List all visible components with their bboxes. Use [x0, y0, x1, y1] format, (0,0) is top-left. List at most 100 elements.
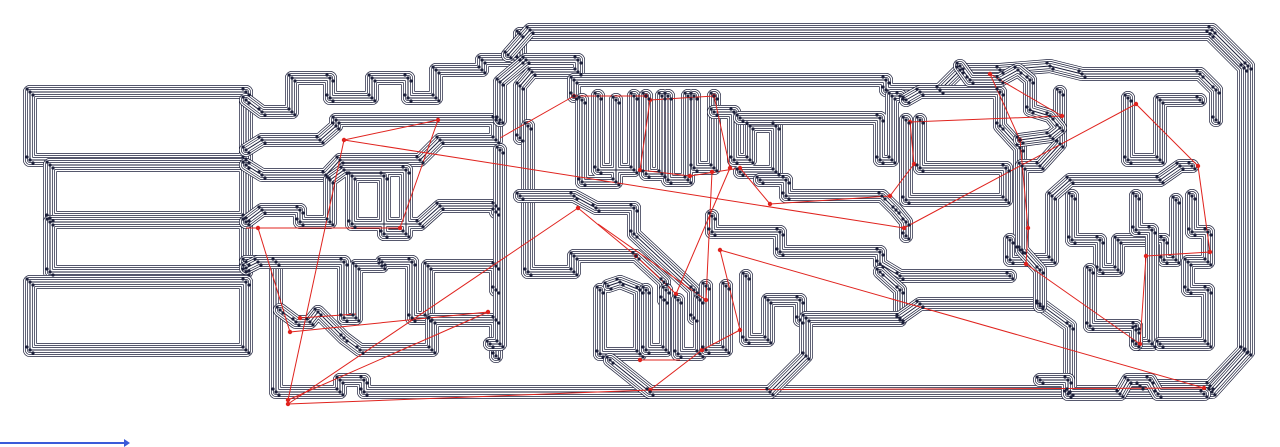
- toolpath-vertex: [901, 195, 905, 199]
- toolpath-vertex: [271, 257, 275, 261]
- toolpath-vertex: [1045, 131, 1049, 135]
- rapid-move-6: [257, 227, 291, 333]
- toolpath-vertex: [741, 173, 745, 177]
- rapid-move-25: [639, 99, 651, 171]
- toolpath-vertex: [1211, 85, 1215, 89]
- toolpath-vertex: [271, 387, 275, 391]
- toolpath-vertex: [1025, 75, 1029, 79]
- toolpath-vertex: [247, 263, 251, 267]
- toolpath-vertex: [28, 90, 32, 94]
- toolpath-vertex: [1203, 257, 1207, 261]
- toolpath-vertex: [1041, 271, 1045, 275]
- toolpath-vertex: [423, 313, 427, 317]
- toolpath-vertex: [884, 78, 888, 82]
- toolpath-vertex: [1239, 63, 1243, 67]
- toolpath-vertex: [373, 79, 377, 83]
- toolpath-core-36: [959, 65, 1061, 141]
- toolpath-vertex: [901, 217, 905, 221]
- rapid-move-endpoint: [637, 357, 643, 363]
- toolpath-vertex: [331, 181, 335, 185]
- toolpath-vertex: [807, 357, 811, 361]
- toolpath-vertex: [25, 277, 29, 281]
- toolpath-vertex: [795, 315, 799, 319]
- toolpath-vertex: [409, 99, 413, 103]
- toolpath-vertex: [712, 94, 716, 98]
- toolpath-vertex: [1068, 390, 1072, 394]
- toolpath-vertex: [709, 91, 713, 95]
- toolpath-vertex: [901, 319, 905, 323]
- toolpath-vertex: [1156, 392, 1160, 396]
- toolpath-vertex: [669, 97, 673, 101]
- toolpath-vertex: [341, 161, 345, 165]
- toolpath-vertex: [918, 302, 922, 306]
- toolpath-vertex: [1065, 387, 1069, 391]
- toolpath-vertex: [898, 94, 902, 98]
- toolpath-vertex: [429, 267, 433, 271]
- toolpath-vertex: [1123, 155, 1127, 159]
- toolpath-vertex: [659, 277, 663, 281]
- toolpath-vertex: [491, 207, 495, 211]
- toolpath-outline-3-1: [27, 279, 249, 353]
- toolpath-vertex: [575, 97, 579, 101]
- toolpath-vertex: [413, 263, 417, 267]
- toolpath-vertex: [491, 201, 495, 205]
- toolpath-vertex: [890, 94, 894, 98]
- toolpath-vertex: [695, 291, 699, 295]
- toolpath-gap-1-1: [47, 162, 249, 221]
- toolpath-vertex: [663, 97, 667, 101]
- toolpath-vertex: [331, 99, 335, 103]
- toolpath-vertex: [328, 96, 332, 100]
- toolpath-vertex: [331, 115, 335, 119]
- toolpath-vertex: [351, 261, 355, 265]
- toolpath-vertex: [598, 288, 602, 292]
- toolpath-vertex: [518, 32, 522, 36]
- rapid-move-36: [719, 249, 1205, 389]
- toolpath-gap-0-2: [25, 87, 251, 165]
- toolpath-vertex: [278, 308, 282, 312]
- toolpath-vertex: [260, 173, 264, 177]
- toolpath-vertex: [1019, 71, 1023, 75]
- toolpath-vertex: [491, 115, 495, 119]
- toolpath-vertex: [1138, 384, 1142, 388]
- toolpath-vertex: [641, 169, 645, 173]
- toolpath-vertex: [1011, 261, 1015, 265]
- toolpath-core-33: [1089, 269, 1137, 345]
- toolpath-vertex: [673, 349, 677, 353]
- toolpath-vertex: [695, 319, 699, 323]
- toolpath-vertex: [709, 107, 713, 111]
- toolpath-vertex: [437, 71, 441, 75]
- toolpath-vertex: [635, 235, 639, 239]
- toolpath-vertex: [253, 257, 257, 261]
- toolpath-vertex: [807, 319, 811, 323]
- toolpath-vertex: [1015, 143, 1019, 147]
- toolpath-vertex: [410, 316, 414, 320]
- toolpath-gap-0-3: [23, 85, 253, 167]
- toolpath-vertex: [1048, 64, 1052, 68]
- toolpath-vertex: [321, 170, 325, 174]
- toolpath-vertex: [1158, 158, 1162, 162]
- toolpath-vertex: [337, 127, 341, 131]
- toolpath-vertex: [1208, 32, 1212, 36]
- toolpath-vertex: [683, 91, 687, 95]
- toolpath-gap-3-1: [27, 279, 249, 353]
- toolpath-vertex: [427, 345, 431, 349]
- toolpath-vertex: [495, 77, 499, 81]
- toolpath-vertex: [498, 80, 502, 84]
- toolpath-vertex: [247, 283, 251, 287]
- toolpath-vertex: [274, 260, 278, 264]
- toolpath-vertex: [1021, 141, 1025, 145]
- toolpath-vertex: [995, 121, 999, 125]
- toolpath-vertex: [1210, 390, 1214, 394]
- toolpath-vertex: [781, 191, 785, 195]
- toolpath-outline-33-3: [1083, 263, 1143, 351]
- toolpath-vertex: [1008, 258, 1012, 262]
- toolpath-vertex: [287, 73, 291, 77]
- toolpath-vertex: [515, 191, 519, 195]
- toolpath-vertex: [1178, 164, 1182, 168]
- toolpath-vertex: [741, 271, 745, 275]
- toolpath-vertex: [648, 390, 652, 394]
- toolpath-core-8: [245, 261, 497, 319]
- toolpath-vertex: [777, 127, 781, 131]
- toolpath-vertex: [497, 207, 501, 211]
